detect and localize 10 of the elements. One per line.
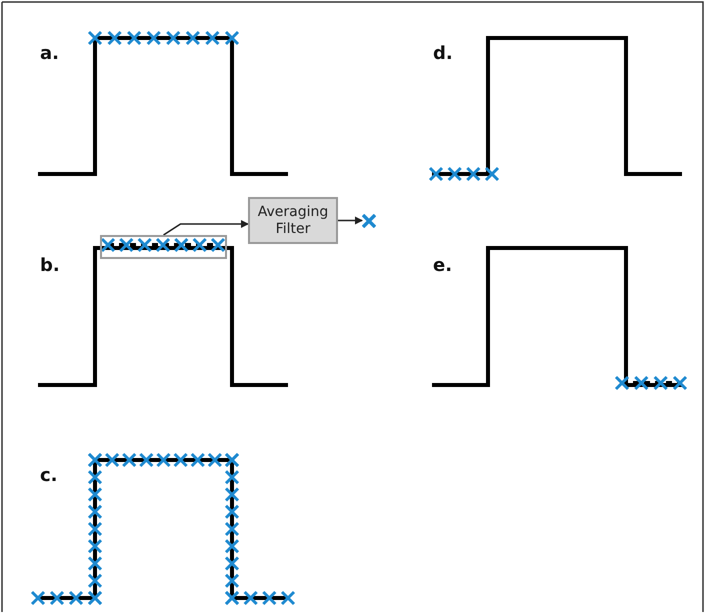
process-box: Averaging Filter: [248, 197, 338, 244]
panel-letter: d.: [433, 44, 453, 64]
panel-letter: e.: [433, 256, 452, 276]
sample-mark-icon: [362, 214, 376, 228]
selection-box: [100, 235, 227, 259]
arrow: [338, 216, 363, 224]
panel-letter: a.: [40, 44, 59, 64]
panel-letter: c.: [40, 466, 58, 486]
panel-letter: b.: [40, 256, 60, 276]
arrow: [163, 220, 249, 236]
